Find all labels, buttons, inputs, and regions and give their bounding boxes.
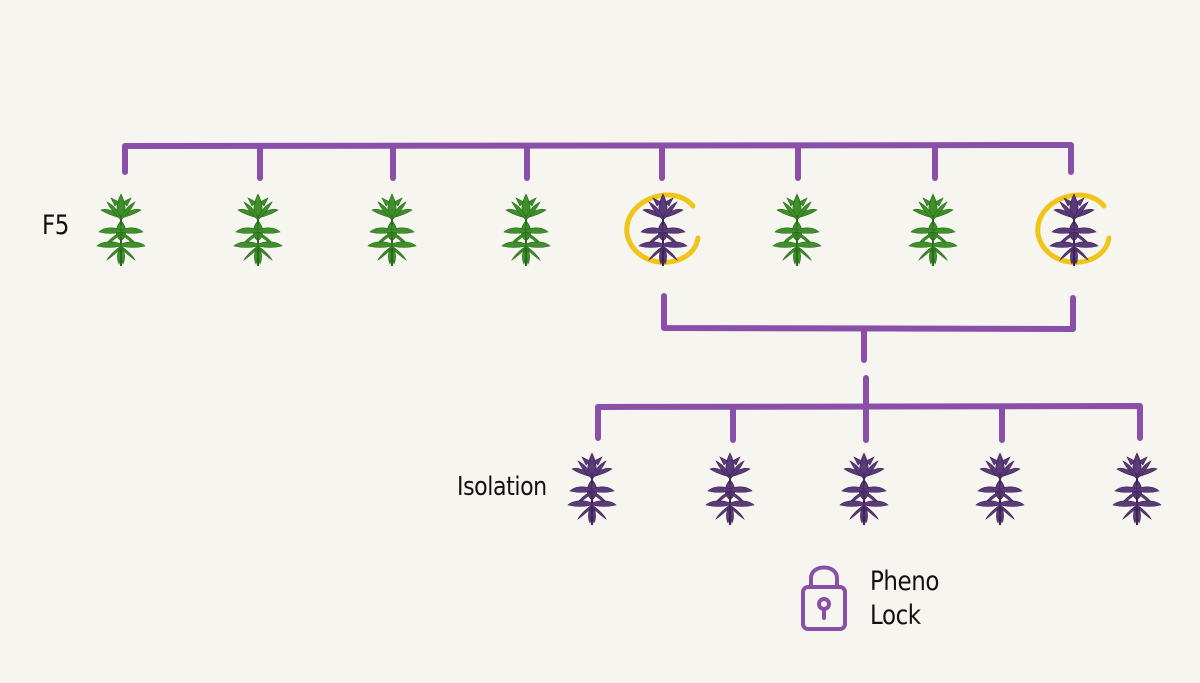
- f5-plant-icon: [233, 193, 283, 267]
- lineage-lines: [122, 142, 1143, 443]
- isolation-parent-bar: [595, 403, 1143, 441]
- f5-plant-icon: [638, 193, 688, 267]
- f5-plant-row: [96, 192, 1112, 267]
- f5-plant-icon: [772, 193, 822, 267]
- isolation-plant-icon: [567, 452, 617, 526]
- f5-plant-icon: [501, 193, 551, 267]
- selection-circle: [1035, 192, 1112, 265]
- generation-label: F5: [42, 210, 69, 241]
- f5-plant-icon: [1049, 193, 1099, 267]
- f5-plant-icon: [96, 193, 146, 267]
- f5-plant-icon: [367, 193, 417, 267]
- padlock-icon: [801, 565, 847, 631]
- pheno-lock-label: Pheno Lock: [870, 565, 939, 633]
- isolation-plant-icon: [839, 452, 889, 526]
- isolation-plant-icon: [705, 452, 755, 526]
- isolation-plant-row: [567, 452, 1162, 526]
- pheno-lock-line1: Pheno: [870, 566, 939, 597]
- selection-connector: [661, 293, 1076, 332]
- selection-circle: [624, 192, 701, 265]
- isolation-plant-icon: [1112, 452, 1162, 526]
- isolation-plant-icon: [975, 452, 1025, 526]
- f5-plant-icon: [908, 193, 958, 267]
- f5-parent-bar: [122, 142, 1074, 175]
- isolation-label: Isolation: [457, 472, 547, 502]
- pheno-lock-line2: Lock: [870, 600, 921, 631]
